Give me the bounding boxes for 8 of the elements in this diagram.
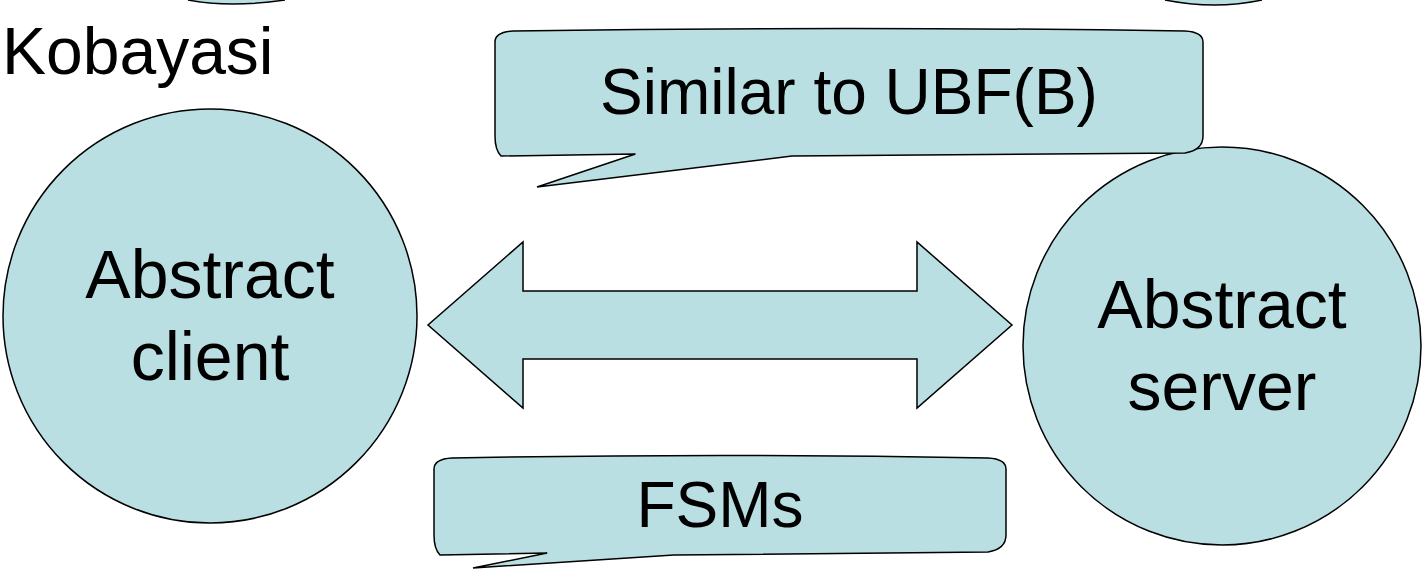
circle-node xyxy=(2,108,418,524)
circle-node xyxy=(1022,146,1422,546)
speech-bubble xyxy=(432,455,1008,569)
node-label: Abstract client xyxy=(84,235,336,396)
node-label: FSMs xyxy=(636,473,804,537)
speech-bubble xyxy=(493,28,1205,188)
node-label: Abstract server xyxy=(1096,265,1348,426)
double-block-arrow xyxy=(426,240,1014,410)
